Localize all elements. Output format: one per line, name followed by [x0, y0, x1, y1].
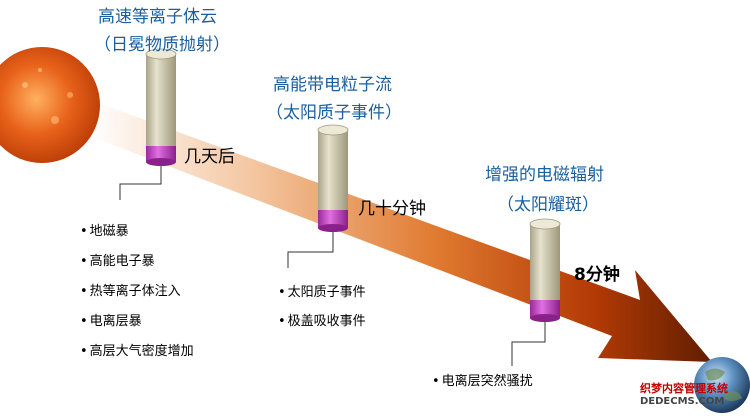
list-item: 地磁暴: [80, 217, 194, 247]
event-1-arrival-time: 几天后: [184, 147, 235, 167]
list-item: 高层大气密度增加: [80, 337, 194, 367]
list-item: 热等离子体注入: [80, 277, 194, 307]
connector-spe: [287, 232, 334, 268]
list-item: 太阳质子事件: [278, 278, 366, 307]
event-2-arrival-time: 几十分钟: [358, 199, 426, 219]
event-3-title: 增强的电磁辐射: [485, 165, 604, 185]
event-1-effects-list: 地磁暴 高能电子暴 热等离子体注入 电离层暴 高层大气密度增加: [80, 217, 194, 367]
list-item: 电离层暴: [80, 307, 194, 337]
list-item: 高能电子暴: [80, 247, 194, 277]
connector-cme: [119, 166, 162, 200]
event-2-title: 高能带电粒子流: [273, 75, 392, 95]
event-3-arrival-time: 8分钟: [574, 265, 620, 285]
cylinder-spe: [317, 124, 349, 232]
list-item: 极盖吸收事件: [278, 307, 366, 336]
watermark-url: DEDECMS.COM: [640, 396, 725, 407]
event-3-subtitle: （太阳耀斑）: [497, 195, 599, 215]
event-3-effects-list: 电离层突然骚扰: [432, 370, 533, 394]
cylinder-cme: [145, 48, 177, 166]
sun-image: [0, 47, 100, 163]
event-1-title: 高速等离子体云: [98, 7, 217, 27]
event-2-effects-list: 太阳质子事件 极盖吸收事件: [278, 278, 366, 336]
event-2-subtitle: （太阳质子事件）: [266, 103, 402, 123]
list-item: 电离层突然骚扰: [432, 370, 533, 394]
event-1-subtitle: （日冕物质抛射）: [94, 35, 230, 55]
earth-image: [694, 357, 750, 413]
watermark-text: 织梦内容管理系统: [640, 382, 728, 395]
connector-flare: [511, 322, 546, 366]
cylinder-flare: [529, 218, 561, 322]
